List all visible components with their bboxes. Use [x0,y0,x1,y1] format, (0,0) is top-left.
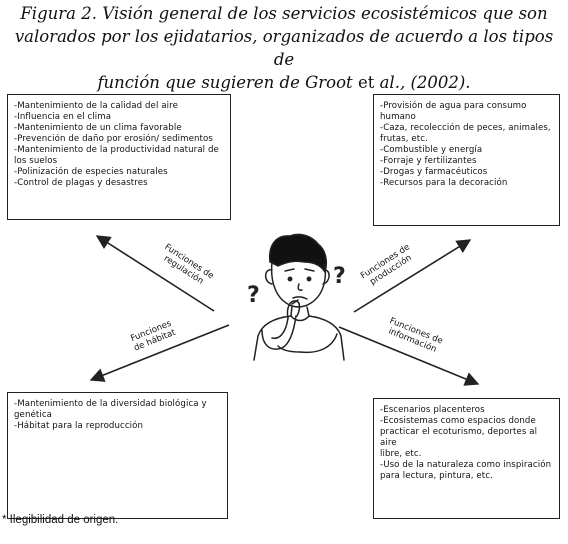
thinking-person-icon [253,233,345,361]
list-item: -Mantenimiento de la productividad natur… [14,145,219,155]
list-item: para lectura, pintura, etc. [380,471,493,481]
list-item: -Combustible y energía [380,145,483,155]
list-item: -Provisión de agua para consumo [380,101,527,111]
figure-caption: Figura 2. Visión general de los servicio… [4,2,564,94]
arrow-habitat [89,324,230,382]
question-mark-left: ? [247,283,260,308]
footnote: * Ilegibilidad de origen. [2,514,119,526]
list-item: libre, etc. [380,449,422,459]
list-item: -Control de plagas y desastres [14,178,148,188]
caption-line-2: valorados por los ejidatarios, organizad… [14,27,554,69]
list-item: -Influencia en el clima [14,112,112,122]
list-item: frutas, etc. [380,134,428,144]
list-item: -Mantenimiento de la diversidad biológic… [14,399,207,409]
caption-line-3-text: función que sugieren de Groot [97,73,358,92]
list-item: -Escenarios placenteros [380,405,485,415]
list-item: -Prevención de daño por erosión/ sedimen… [14,134,213,144]
list-item: -Caza, recolección de peces, animales, [380,123,551,133]
list-item: -Ecosistemas como espacios donde [380,416,536,426]
list-item: -Recursos para la decoración [380,178,508,188]
list-item: -Mantenimiento de un clima favorable [14,123,182,133]
caption-line-3-end: al., (2002). [374,73,471,92]
list-item: los suelos [14,156,58,166]
arrow-information [338,326,480,386]
caption-et: et [357,73,375,92]
box-information-functions: -Escenarios placenteros-Ecosistemas como… [373,398,560,519]
box-habitat-functions: -Mantenimiento de la diversidad biológic… [7,392,228,519]
list-item: -Polinización de especies naturales [14,167,168,177]
caption-line-3: función que sugieren de Groot et al., (2… [4,71,564,94]
arrow-production [353,239,472,313]
arrow-regulation [95,235,215,312]
list-item: genética [14,410,53,420]
caption-line-1: Figura 2. Visión general de los servicio… [20,4,548,23]
box-regulation-functions: -Mantenimiento de la calidad del aire-In… [7,94,231,220]
list-item: -Uso de la naturaleza como inspiración [380,460,552,470]
information-list: -Escenarios placenteros-Ecosistemas como… [380,405,553,482]
list-item: -Mantenimiento de la calidad del aire [14,101,178,111]
question-mark-right: ? [333,264,346,289]
regulation-list: -Mantenimiento de la calidad del aire-In… [14,101,224,189]
habitat-list: -Mantenimiento de la diversidad biológic… [14,399,221,432]
list-item: -Drogas y farmacéuticos [380,167,488,177]
list-item: humano [380,112,416,122]
list-item: -Forraje y fertilizantes [380,156,477,166]
list-item: -Hábitat para la reproducción [14,421,144,431]
list-item: practicar el ecoturismo, deportes al air… [380,427,538,448]
